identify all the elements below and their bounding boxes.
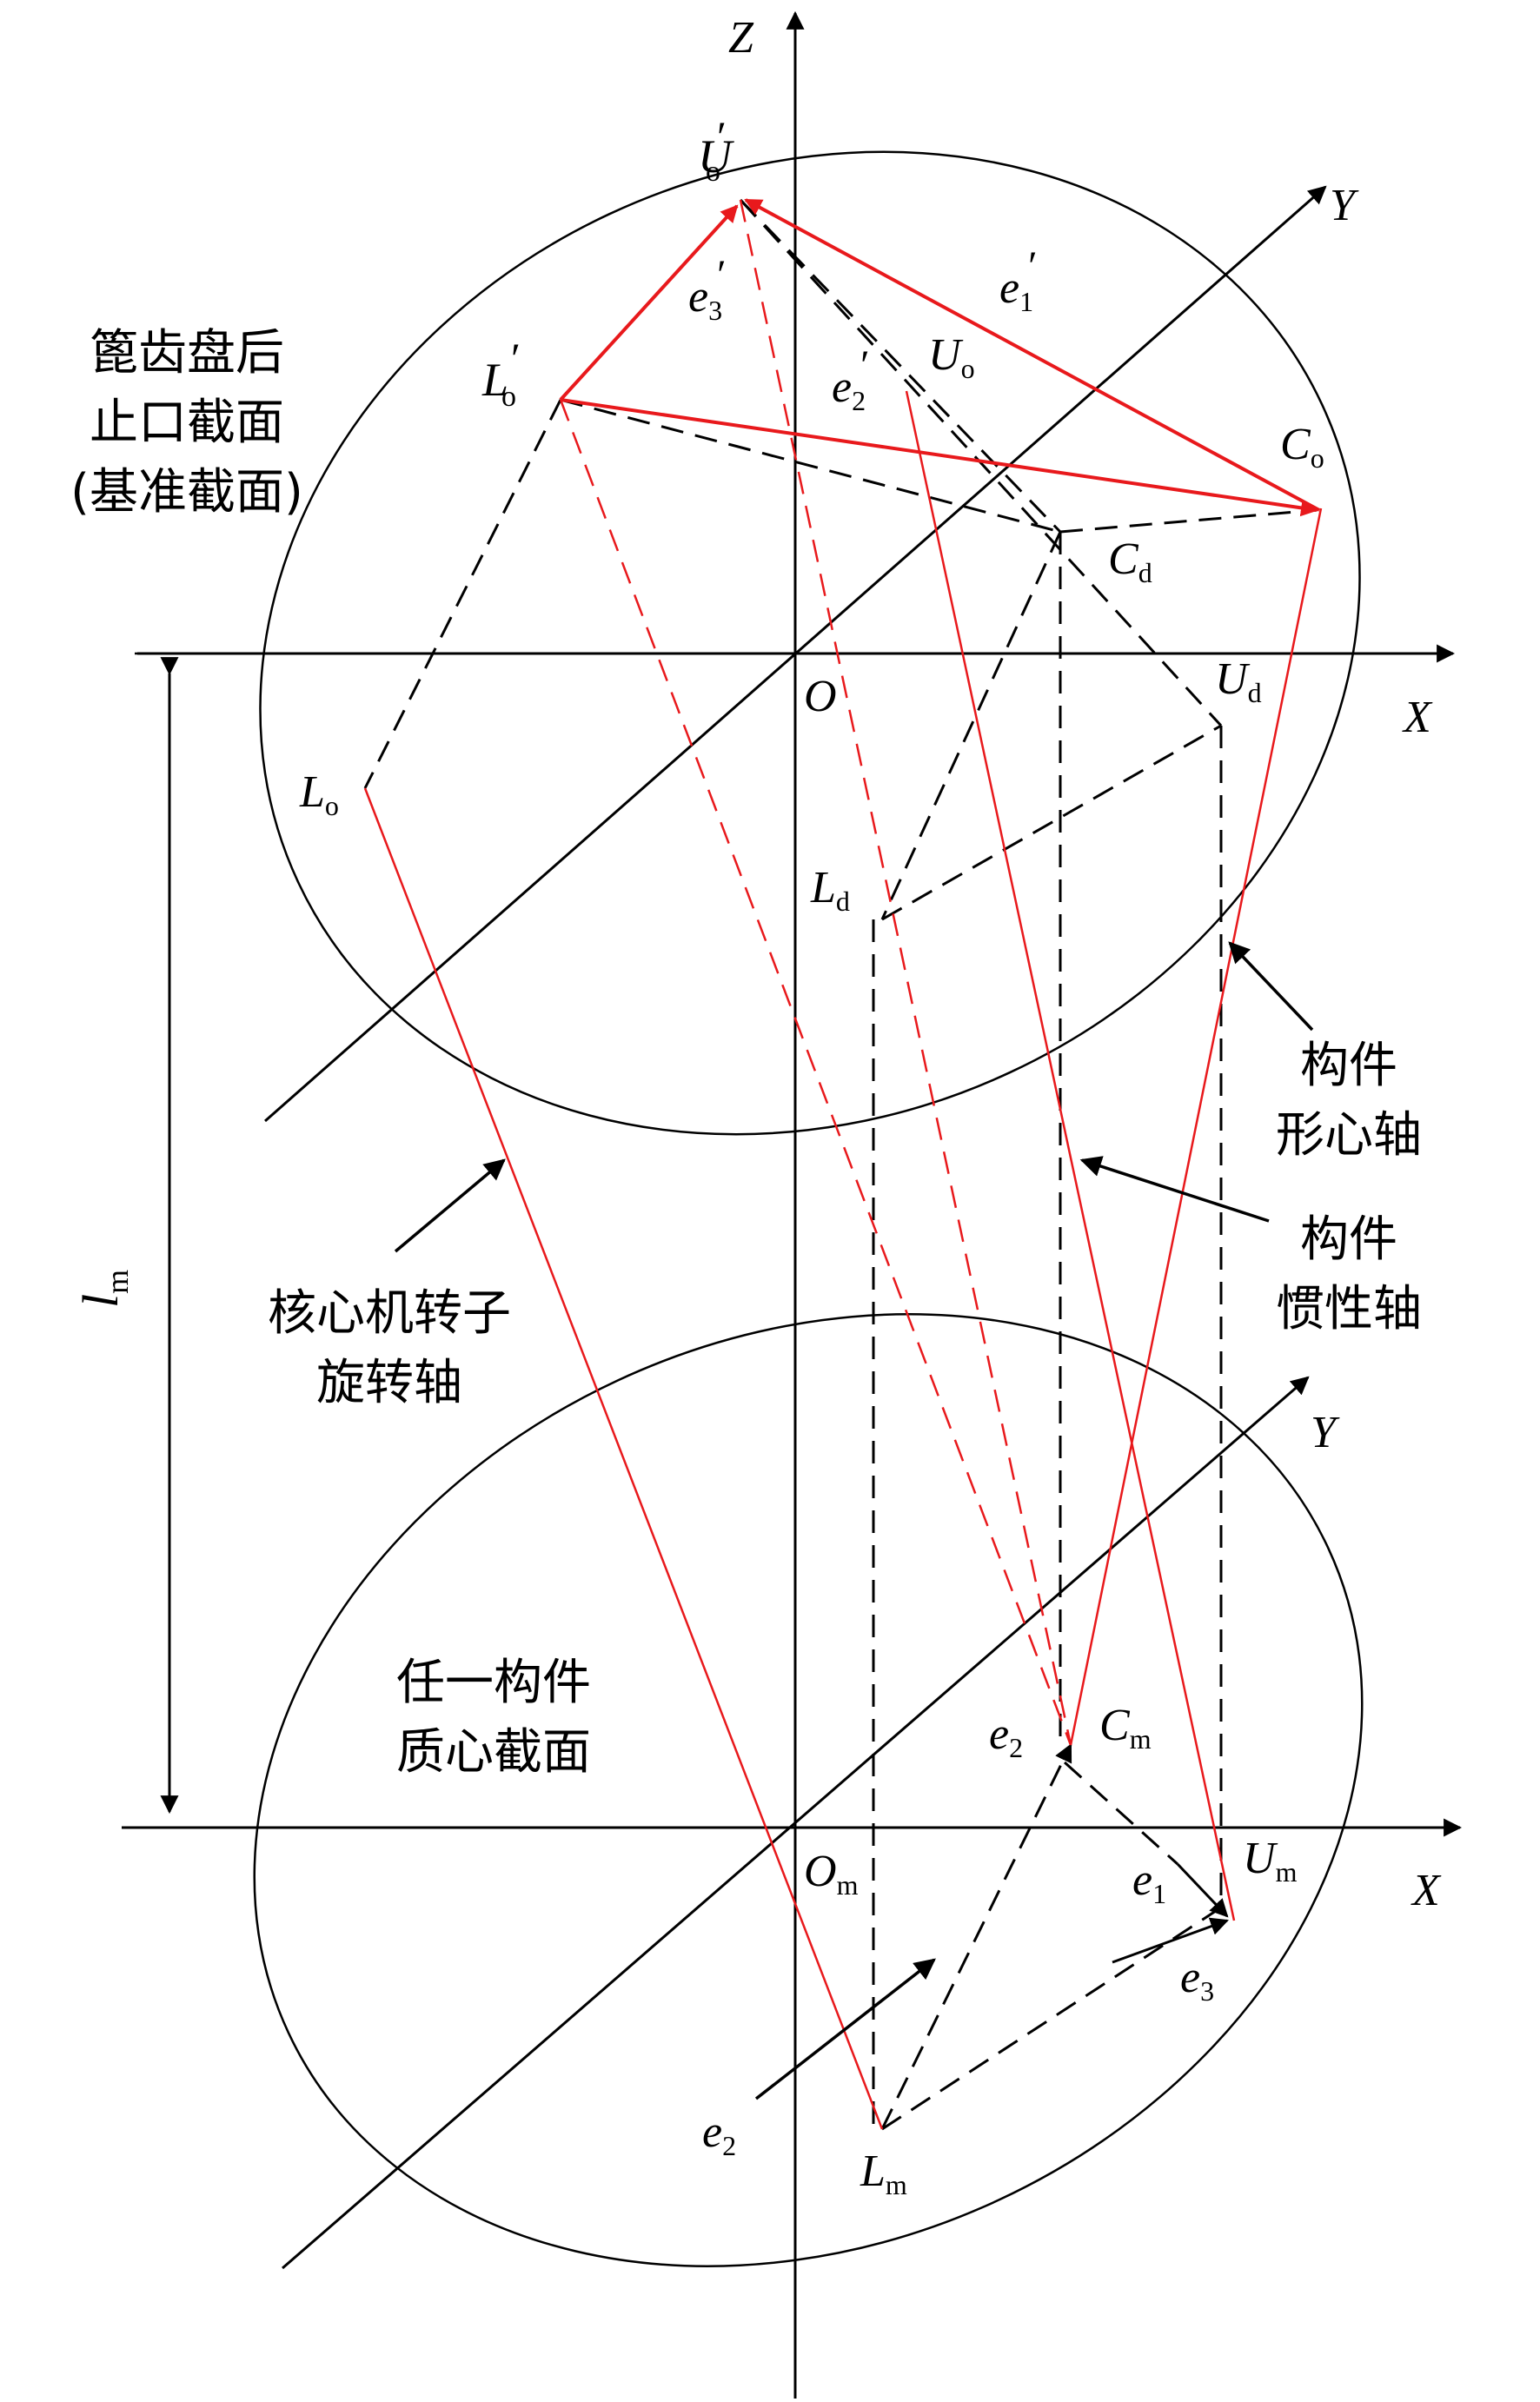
- point-ld-label: Ld: [810, 863, 850, 917]
- inertia-axis-pointer: [1079, 1156, 1270, 1223]
- svg-text:止口截面: 止口截面: [90, 395, 284, 451]
- x-axis-bottom-label: X: [1411, 1866, 1442, 1915]
- upper-dashed-construction: [363, 198, 1318, 2129]
- vector-e2-arrow: [880, 1743, 1072, 2130]
- point-lo-prime-label: Lo′: [481, 334, 521, 413]
- point-cd-label: Cd: [1108, 534, 1152, 588]
- point-co-label: Co: [1280, 420, 1324, 474]
- shape-axis-pointer: [1228, 941, 1314, 1032]
- svg-text:(基准截面): (基准截面): [70, 464, 303, 521]
- svg-text:篦齿盘后: 篦齿盘后: [90, 325, 284, 382]
- svg-text:核心机转子: 核心机转子: [268, 1285, 511, 1342]
- point-lo-label: Lo: [299, 767, 339, 821]
- vector-e1-prime-label: e1′: [999, 243, 1038, 317]
- origin-bottom-label: Om: [804, 1847, 859, 1901]
- vector-e2-prime-label: e2′: [832, 342, 870, 416]
- svg-text:质心截面: 质心截面: [396, 1724, 591, 1781]
- point-um-label: Um: [1243, 1834, 1298, 1888]
- vector-e3-prime-arrow: [559, 204, 739, 401]
- shape-axis-text: 构件 形心轴: [1276, 1038, 1422, 1164]
- svg-text:形心轴: 形心轴: [1276, 1107, 1422, 1164]
- svg-text:旋转轴: 旋转轴: [316, 1355, 462, 1411]
- svg-text:构件: 构件: [1300, 1038, 1397, 1094]
- vector-e2-lower-label: e2: [702, 2107, 736, 2161]
- point-uo-prime-label: Uo′: [698, 112, 734, 188]
- z-axis-label: Z: [728, 13, 754, 63]
- vector-e3-arrow: [1112, 1917, 1229, 1964]
- vector-e1-label: e1: [1132, 1855, 1166, 1909]
- y-axis-bottom-label: Y: [1311, 1408, 1340, 1457]
- lower-dashed-construction: [881, 1761, 1222, 2131]
- red-dashed-lines: [559, 199, 1072, 1746]
- point-cm-label: Cm: [1099, 1701, 1152, 1755]
- vector-e1-arrow: [1176, 1862, 1229, 1918]
- svg-text:惯性轴: 惯性轴: [1276, 1281, 1422, 1337]
- shape-axis-line: [1069, 508, 1323, 1746]
- origin-top-label: O: [804, 672, 837, 721]
- vector-e2-prime-arrow: [560, 398, 1318, 517]
- point-uo-label: Uo: [928, 330, 975, 384]
- rotation-axis-line: [363, 787, 884, 2130]
- x-axis-top-label: X: [1402, 693, 1433, 742]
- point-lm-label: Lm: [860, 2147, 907, 2200]
- svg-text:构件: 构件: [1300, 1211, 1397, 1268]
- component-section-ellipse: [253, 1313, 1364, 2267]
- point-ud-label: Ud: [1215, 654, 1262, 708]
- rotation-axis-pointer: [394, 1158, 506, 1253]
- y-axis-bottom: [282, 1376, 1310, 2270]
- vector-e1-prime-arrow: [744, 198, 1320, 512]
- vector-e3-label: e3: [1180, 1953, 1214, 2007]
- component-section-text: 任一构件 质心截面: [396, 1655, 591, 1781]
- vector-e3-prime-label: e3′: [688, 252, 727, 326]
- rotation-axis-text: 核心机转子 旋转轴: [268, 1285, 511, 1411]
- reference-section-text: 篦齿盘后 止口截面 (基准截面): [70, 325, 303, 521]
- inertia-axis-text: 构件 惯性轴: [1276, 1211, 1422, 1337]
- vector-e2-upper-label: e2: [989, 1709, 1023, 1763]
- y-axis-top-label: Y: [1330, 181, 1359, 230]
- e2-pointer: [754, 1958, 936, 2100]
- svg-text:任一构件: 任一构件: [396, 1655, 591, 1711]
- dimension-lm-label: lm: [72, 1270, 135, 1308]
- inertia-axis-line: [905, 390, 1236, 1921]
- reference-section-ellipse: [259, 150, 1361, 1136]
- y-axis-top: [264, 185, 1327, 1123]
